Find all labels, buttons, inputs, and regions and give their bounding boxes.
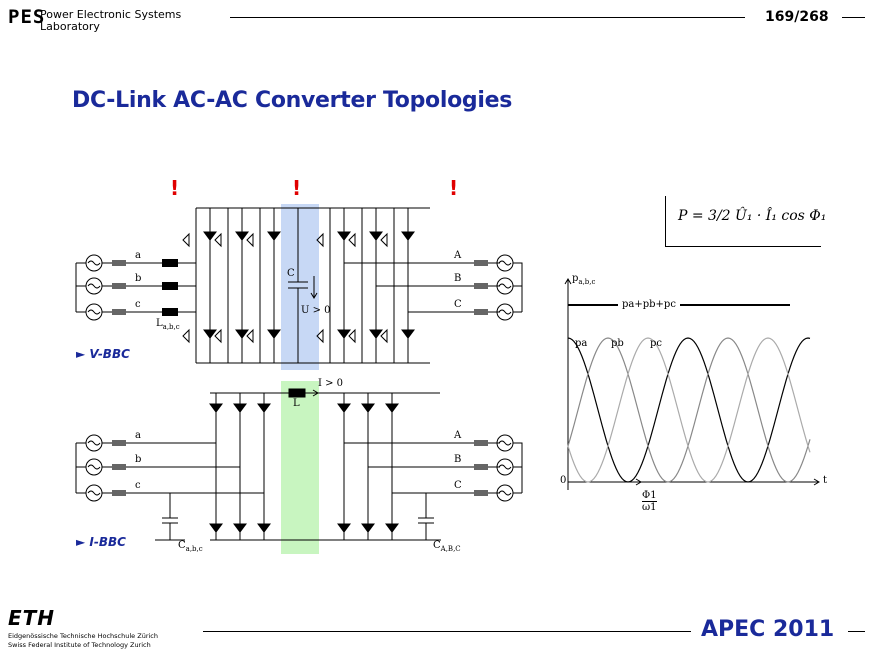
plot-phi-label: Φ1 ω1 bbox=[642, 490, 657, 513]
exclamation-middle: ! bbox=[292, 176, 302, 200]
ibbc-dc-link-highlight bbox=[281, 381, 319, 554]
plot-series-b-label: pb bbox=[611, 338, 624, 349]
plot-xlabel: t bbox=[823, 475, 828, 486]
ibbc-phase-b: b bbox=[135, 454, 142, 465]
ibbc-input-bridge bbox=[215, 393, 265, 540]
eth-logo: ETH bbox=[8, 606, 56, 630]
ibbc-current-arrow bbox=[305, 389, 319, 397]
header-rule bbox=[230, 17, 745, 18]
ibbc-cap-in-label: Ca,b,c bbox=[178, 540, 203, 553]
ibbc-inductor-label: L bbox=[293, 398, 300, 409]
vbbc-grey-inductors bbox=[112, 260, 126, 315]
ibbc-dc-inductor bbox=[288, 388, 306, 398]
plot-series-a-label: pa bbox=[575, 338, 588, 349]
slide-title: DC-Link AC-AC Converter Topologies bbox=[72, 88, 512, 113]
apec-logo: APEC 2011 bbox=[701, 617, 835, 642]
ibbc-output-capacitors bbox=[411, 493, 441, 541]
vbbc-inductor-label: La,b,c bbox=[156, 318, 180, 331]
vbbc-phase-B: B bbox=[454, 273, 462, 284]
lab-name-line2: Laboratory bbox=[40, 20, 100, 33]
pes-logo: PES bbox=[8, 6, 46, 28]
vbbc-phase-C: C bbox=[454, 299, 462, 310]
plot-y-arrow bbox=[564, 278, 572, 285]
plot-phi-arrow bbox=[615, 478, 642, 486]
vbbc-input-inductors bbox=[162, 259, 178, 316]
waveform-plot bbox=[564, 278, 820, 490]
vbbc-phase-c: c bbox=[135, 299, 141, 310]
vbbc-output-sources bbox=[344, 254, 523, 321]
eth-name-de: Eidgenössische Technische Hochschule Zür… bbox=[8, 632, 158, 640]
ibbc-output-grey-inductors bbox=[474, 440, 488, 496]
ibbc-circuit bbox=[75, 388, 523, 541]
ibbc-dc-rails bbox=[210, 392, 440, 541]
ibbc-grey-inductors bbox=[112, 440, 126, 496]
vbbc-input-bridge bbox=[182, 208, 281, 363]
lab-name-line1: Power Electronic Systems bbox=[40, 8, 182, 21]
ibbc-input-sources bbox=[75, 434, 264, 502]
vbbc-dc-capacitor bbox=[288, 208, 308, 363]
exclamation-right: ! bbox=[449, 176, 459, 200]
lab-name: Power Electronic Systems Laboratory bbox=[40, 9, 181, 33]
page-number: 169/268 bbox=[765, 9, 829, 25]
ibbc-phase-c: c bbox=[135, 480, 141, 491]
vbbc-phase-b: b bbox=[135, 273, 142, 284]
vbbc-phase-A: A bbox=[454, 250, 462, 261]
ibbc-input-capacitors bbox=[155, 493, 185, 541]
vbbc-output-grey-inductors bbox=[474, 260, 488, 315]
vbbc-label: ► V-BBC bbox=[76, 347, 130, 361]
plot-series-c-label: pc bbox=[650, 338, 663, 349]
vbbc-voltage-label: U > 0 bbox=[301, 305, 331, 316]
plot-origin: 0 bbox=[560, 475, 567, 486]
plot-series-pa bbox=[567, 337, 811, 483]
eth-name-en: Swiss Federal Institute of Technology Zu… bbox=[8, 641, 151, 649]
apec-rule bbox=[848, 631, 865, 632]
vbbc-dc-link-highlight bbox=[281, 204, 319, 370]
ibbc-label: ► I-BBC bbox=[76, 535, 126, 549]
ibbc-phase-C: C bbox=[454, 480, 462, 491]
vbbc-output-bridge bbox=[316, 208, 415, 363]
exclamation-left: ! bbox=[170, 176, 180, 200]
vbbc-phase-a: a bbox=[135, 250, 141, 261]
plot-series-pc bbox=[567, 337, 811, 483]
ibbc-phase-B: B bbox=[454, 454, 462, 465]
plot-ylabel: pa,b,c bbox=[572, 273, 596, 286]
ibbc-phase-A: A bbox=[454, 430, 462, 441]
ibbc-output-sources bbox=[344, 434, 523, 502]
ibbc-current-label: I > 0 bbox=[318, 378, 344, 389]
plot-x-arrow bbox=[813, 478, 820, 486]
vbbc-dc-rails bbox=[196, 207, 430, 364]
plot-sum-label: pa+pb+pc bbox=[622, 299, 676, 310]
page-rule bbox=[842, 17, 865, 18]
vbbc-voltage-arrow bbox=[310, 276, 318, 299]
ibbc-cap-out-label: CA,B,C bbox=[433, 540, 461, 553]
vbbc-cap-label: C bbox=[287, 268, 295, 279]
footer-rule bbox=[203, 631, 691, 632]
formula-box bbox=[665, 196, 821, 247]
ibbc-phase-a: a bbox=[135, 430, 141, 441]
power-formula: P = 3/2 Û₁ · Î₁ cos Φ₁ bbox=[678, 208, 827, 224]
plot-series-pb bbox=[567, 337, 811, 483]
vbbc-circuit bbox=[75, 207, 523, 364]
